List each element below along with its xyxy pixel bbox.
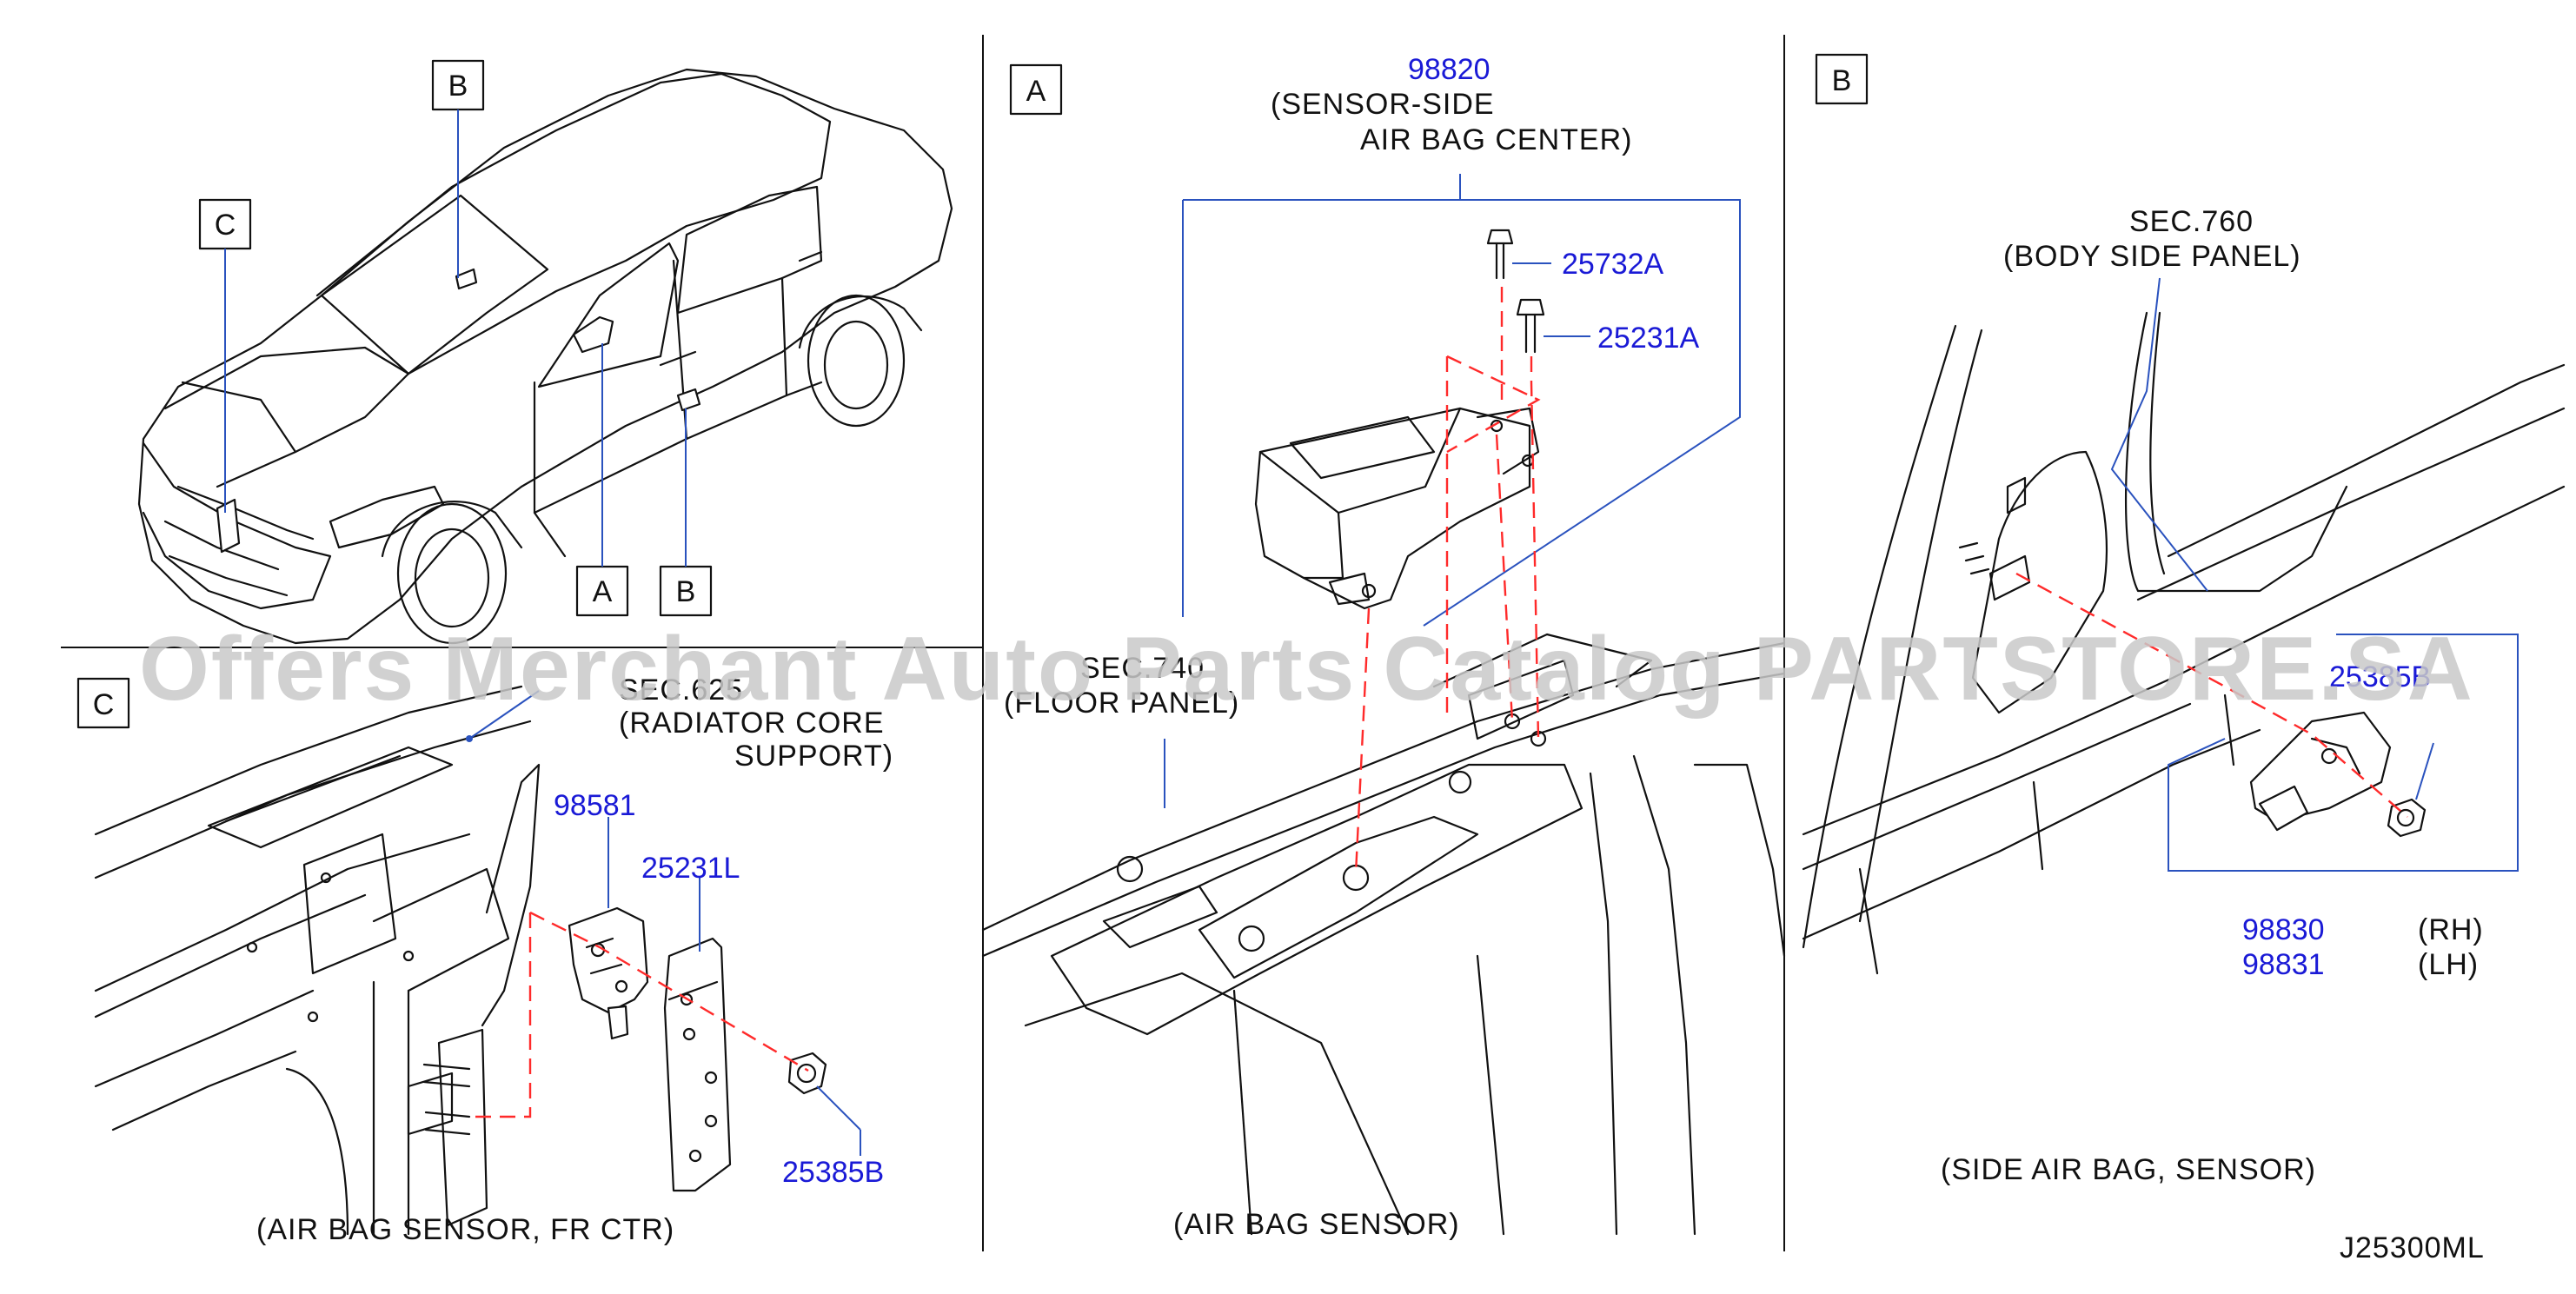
callout-box-a-bottom	[575, 565, 629, 617]
caption-panel-c: (AIR BAG SENSOR, FR CTR)	[256, 1213, 674, 1246]
callout-b-top: B	[448, 70, 468, 103]
sec-740-label: SEC.740	[1080, 652, 1205, 685]
body-side-panel-label: (BODY SIDE PANEL)	[2003, 240, 2301, 273]
lh-label: (LH)	[2418, 948, 2479, 981]
part-number-25385b-b[interactable]: 25385B	[2329, 660, 2431, 693]
callout-c-top: C	[215, 209, 236, 242]
air-bag-center-label: AIR BAG CENTER)	[1360, 123, 1632, 156]
floor-panel-label: (FLOOR PANEL)	[1004, 687, 1239, 720]
caption-panel-a: (AIR BAG SENSOR)	[1173, 1208, 1460, 1241]
view-label-c: C	[93, 688, 115, 721]
panel-b-drawing: B SEC.760 (BODY SIDE PANEL) 253	[1802, 53, 2566, 1264]
part-number-98581[interactable]: 98581	[554, 789, 636, 822]
watermark-text: Offers Merchant Auto Parts Catalog PARTS…	[139, 619, 2474, 720]
part-number-25385b-c[interactable]: 25385B	[782, 1156, 884, 1189]
part-number-25231a[interactable]: 25231A	[1597, 322, 1700, 355]
part-number-25732a[interactable]: 25732A	[1562, 248, 1664, 281]
callout-a-bottom: A	[593, 575, 613, 608]
vehicle-overview-drawing	[137, 68, 953, 645]
sensor-side-label: (SENSOR-SIDE	[1271, 88, 1495, 121]
view-label-b: B	[1832, 64, 1852, 97]
support-label: SUPPORT)	[734, 740, 893, 773]
view-box-c	[76, 677, 130, 729]
overview-callouts: B C A B	[198, 59, 713, 617]
drawing-code: J25300ML	[2340, 1231, 2485, 1264]
part-number-98831[interactable]: 98831	[2242, 948, 2325, 981]
view-label-a: A	[1026, 75, 1046, 108]
callout-box-c-top	[198, 198, 252, 250]
callout-b-bottom: B	[676, 575, 696, 608]
view-box-b	[1815, 53, 1869, 105]
sec-760-label: SEC.760	[2129, 205, 2254, 238]
view-box-a	[1009, 63, 1063, 116]
panel-c-drawing: C	[76, 674, 893, 1246]
part-number-98820[interactable]: 98820	[1408, 53, 1490, 86]
panel-a-drawing: A	[981, 53, 1786, 1241]
part-number-98830[interactable]: 98830	[2242, 913, 2325, 946]
part-number-25231l[interactable]: 25231L	[641, 852, 740, 885]
caption-panel-b: (SIDE AIR BAG, SENSOR)	[1941, 1153, 2316, 1186]
sec-625-label: SEC.625	[619, 674, 743, 707]
rh-label: (RH)	[2418, 913, 2484, 946]
radiator-core-label: (RADIATOR CORE	[619, 707, 885, 740]
